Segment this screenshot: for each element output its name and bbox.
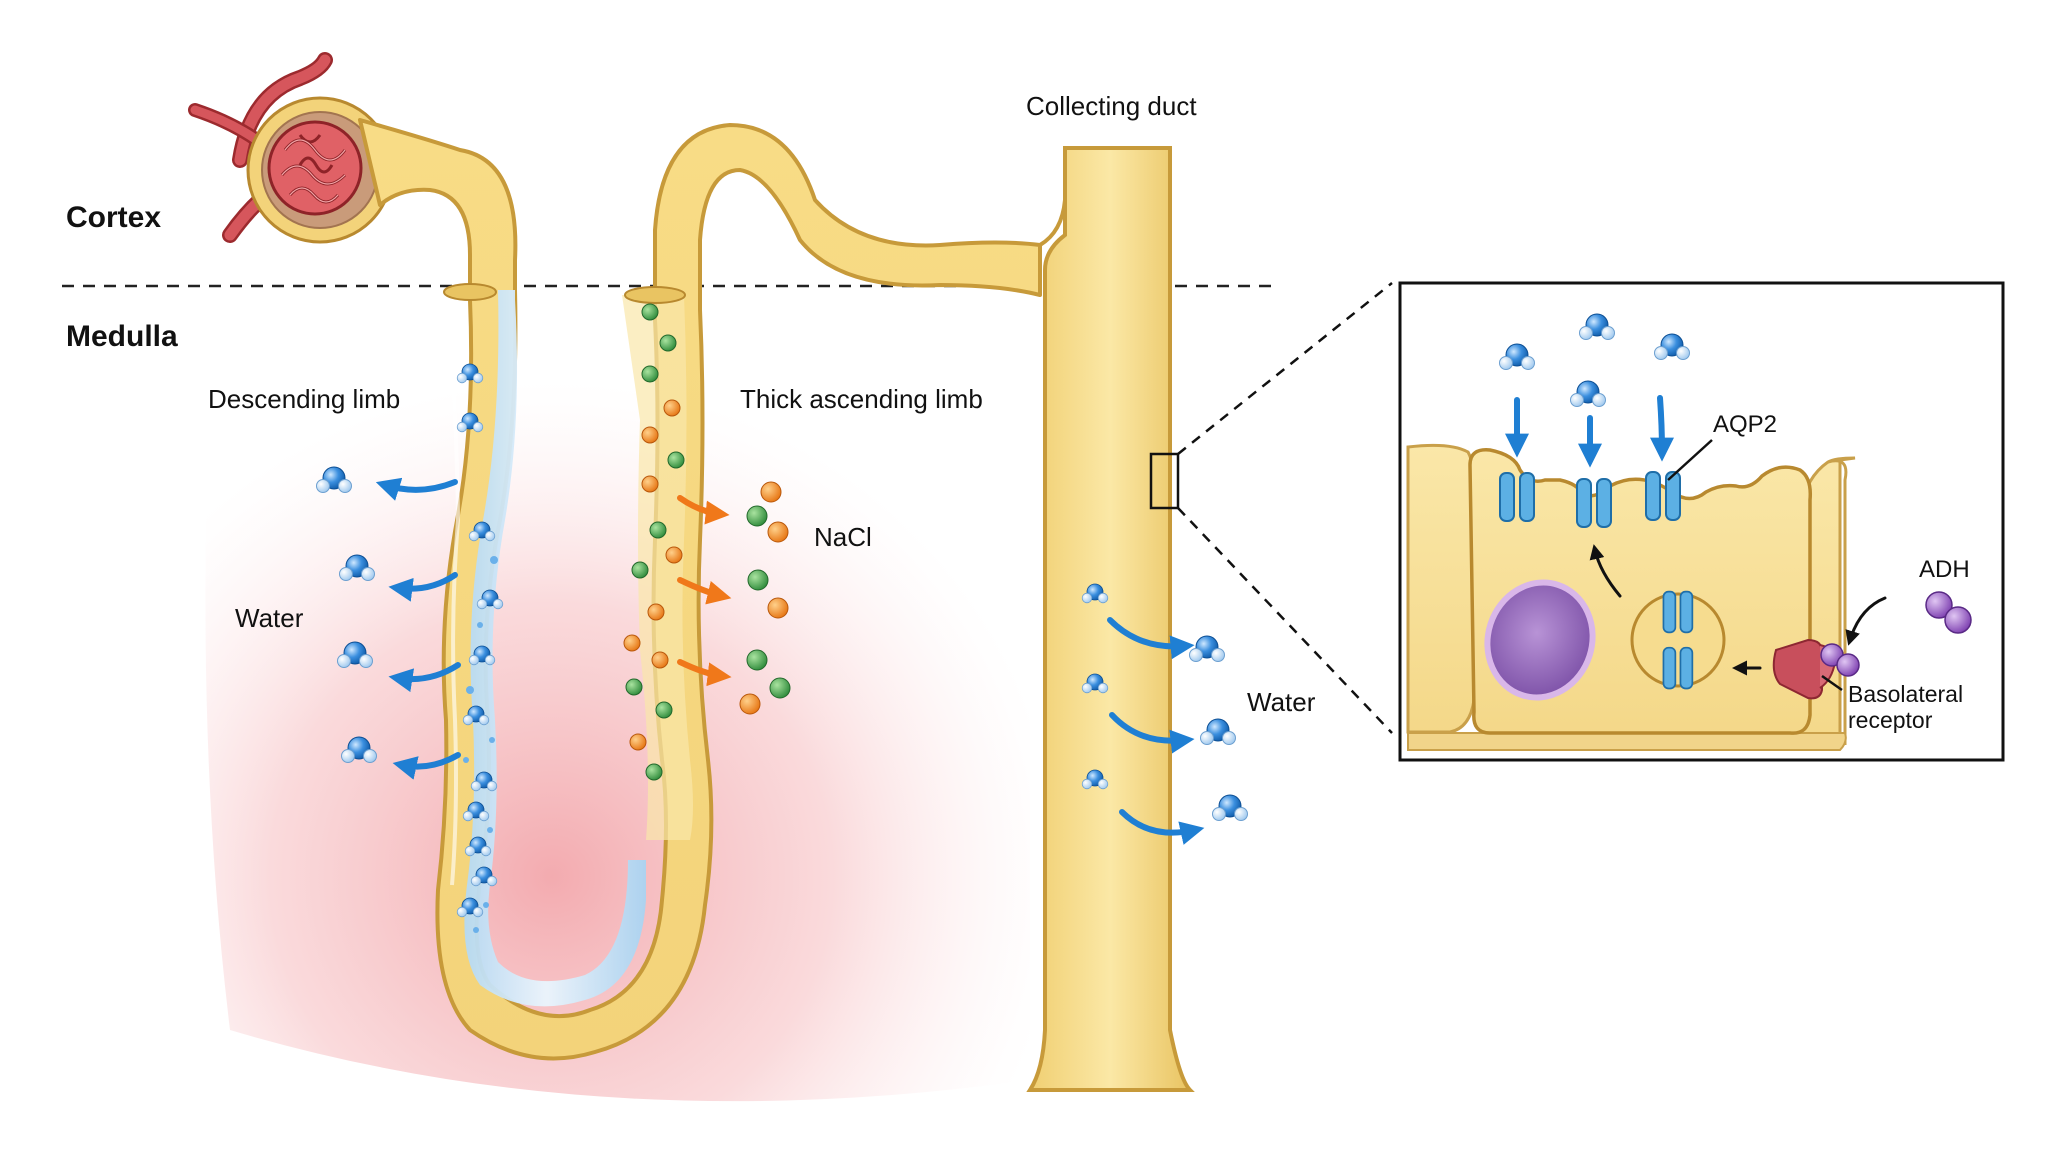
medulla-region [205, 300, 1030, 1102]
aqp2-channels [1499, 471, 1681, 528]
neighbor-cell-left [1406, 443, 1477, 734]
water-left-label: Water [235, 603, 304, 633]
thick-ascending-limb-lumen [622, 295, 693, 840]
apical-water-influx [1499, 313, 1690, 468]
zoom-connectors [1177, 282, 1393, 734]
aqp2-vesicle [1630, 590, 1726, 690]
nacl-label: NaCl [814, 522, 872, 552]
collecting-duct-water-efflux [1081, 583, 1248, 845]
basolateral-receptor-label-line2: receptor [1848, 707, 1933, 733]
collecting-duct-label: Collecting duct [1026, 91, 1197, 121]
aqp2-label: AQP2 [1713, 411, 1777, 438]
collecting-duct-water-arrows [1107, 617, 1205, 845]
nephron-tubule [358, 118, 1042, 1061]
principal-cell-inset: AQP2 ADH Basolateral receptor [1398, 281, 2005, 762]
water-right-label: Water [1247, 687, 1316, 717]
descending-limb-label: Descending limb [208, 384, 400, 414]
zoom-region-marker [1149, 452, 1180, 510]
adh-bound [1820, 643, 1860, 677]
thick-ascending-limb-label: Thick ascending limb [740, 384, 983, 414]
descending-limb-water-efflux [316, 466, 461, 780]
descending-limb-water-molecules [456, 363, 504, 933]
water-efflux-arrows [375, 477, 461, 780]
nacl-efflux-arrows [677, 495, 732, 687]
adh-free [1925, 591, 1972, 634]
adh-label: ADH [1919, 556, 1970, 583]
medulla-label: Medulla [66, 320, 178, 353]
basolateral-receptor-label-line1: Basolateral [1848, 681, 1963, 707]
glomerulus [267, 120, 363, 216]
receptor-pointer [1821, 674, 1843, 692]
bowmans-capsule [246, 96, 394, 244]
basolateral-receptor-label: Basolateral receptor [1848, 681, 1969, 733]
nucleus [1484, 579, 1596, 701]
nacl-efflux [677, 481, 791, 715]
trafficking-arrows [1589, 544, 1887, 676]
aqp2-pointer [1667, 439, 1713, 481]
cortex-label: Cortex [66, 201, 161, 234]
apical-water-arrows [1505, 395, 1674, 468]
